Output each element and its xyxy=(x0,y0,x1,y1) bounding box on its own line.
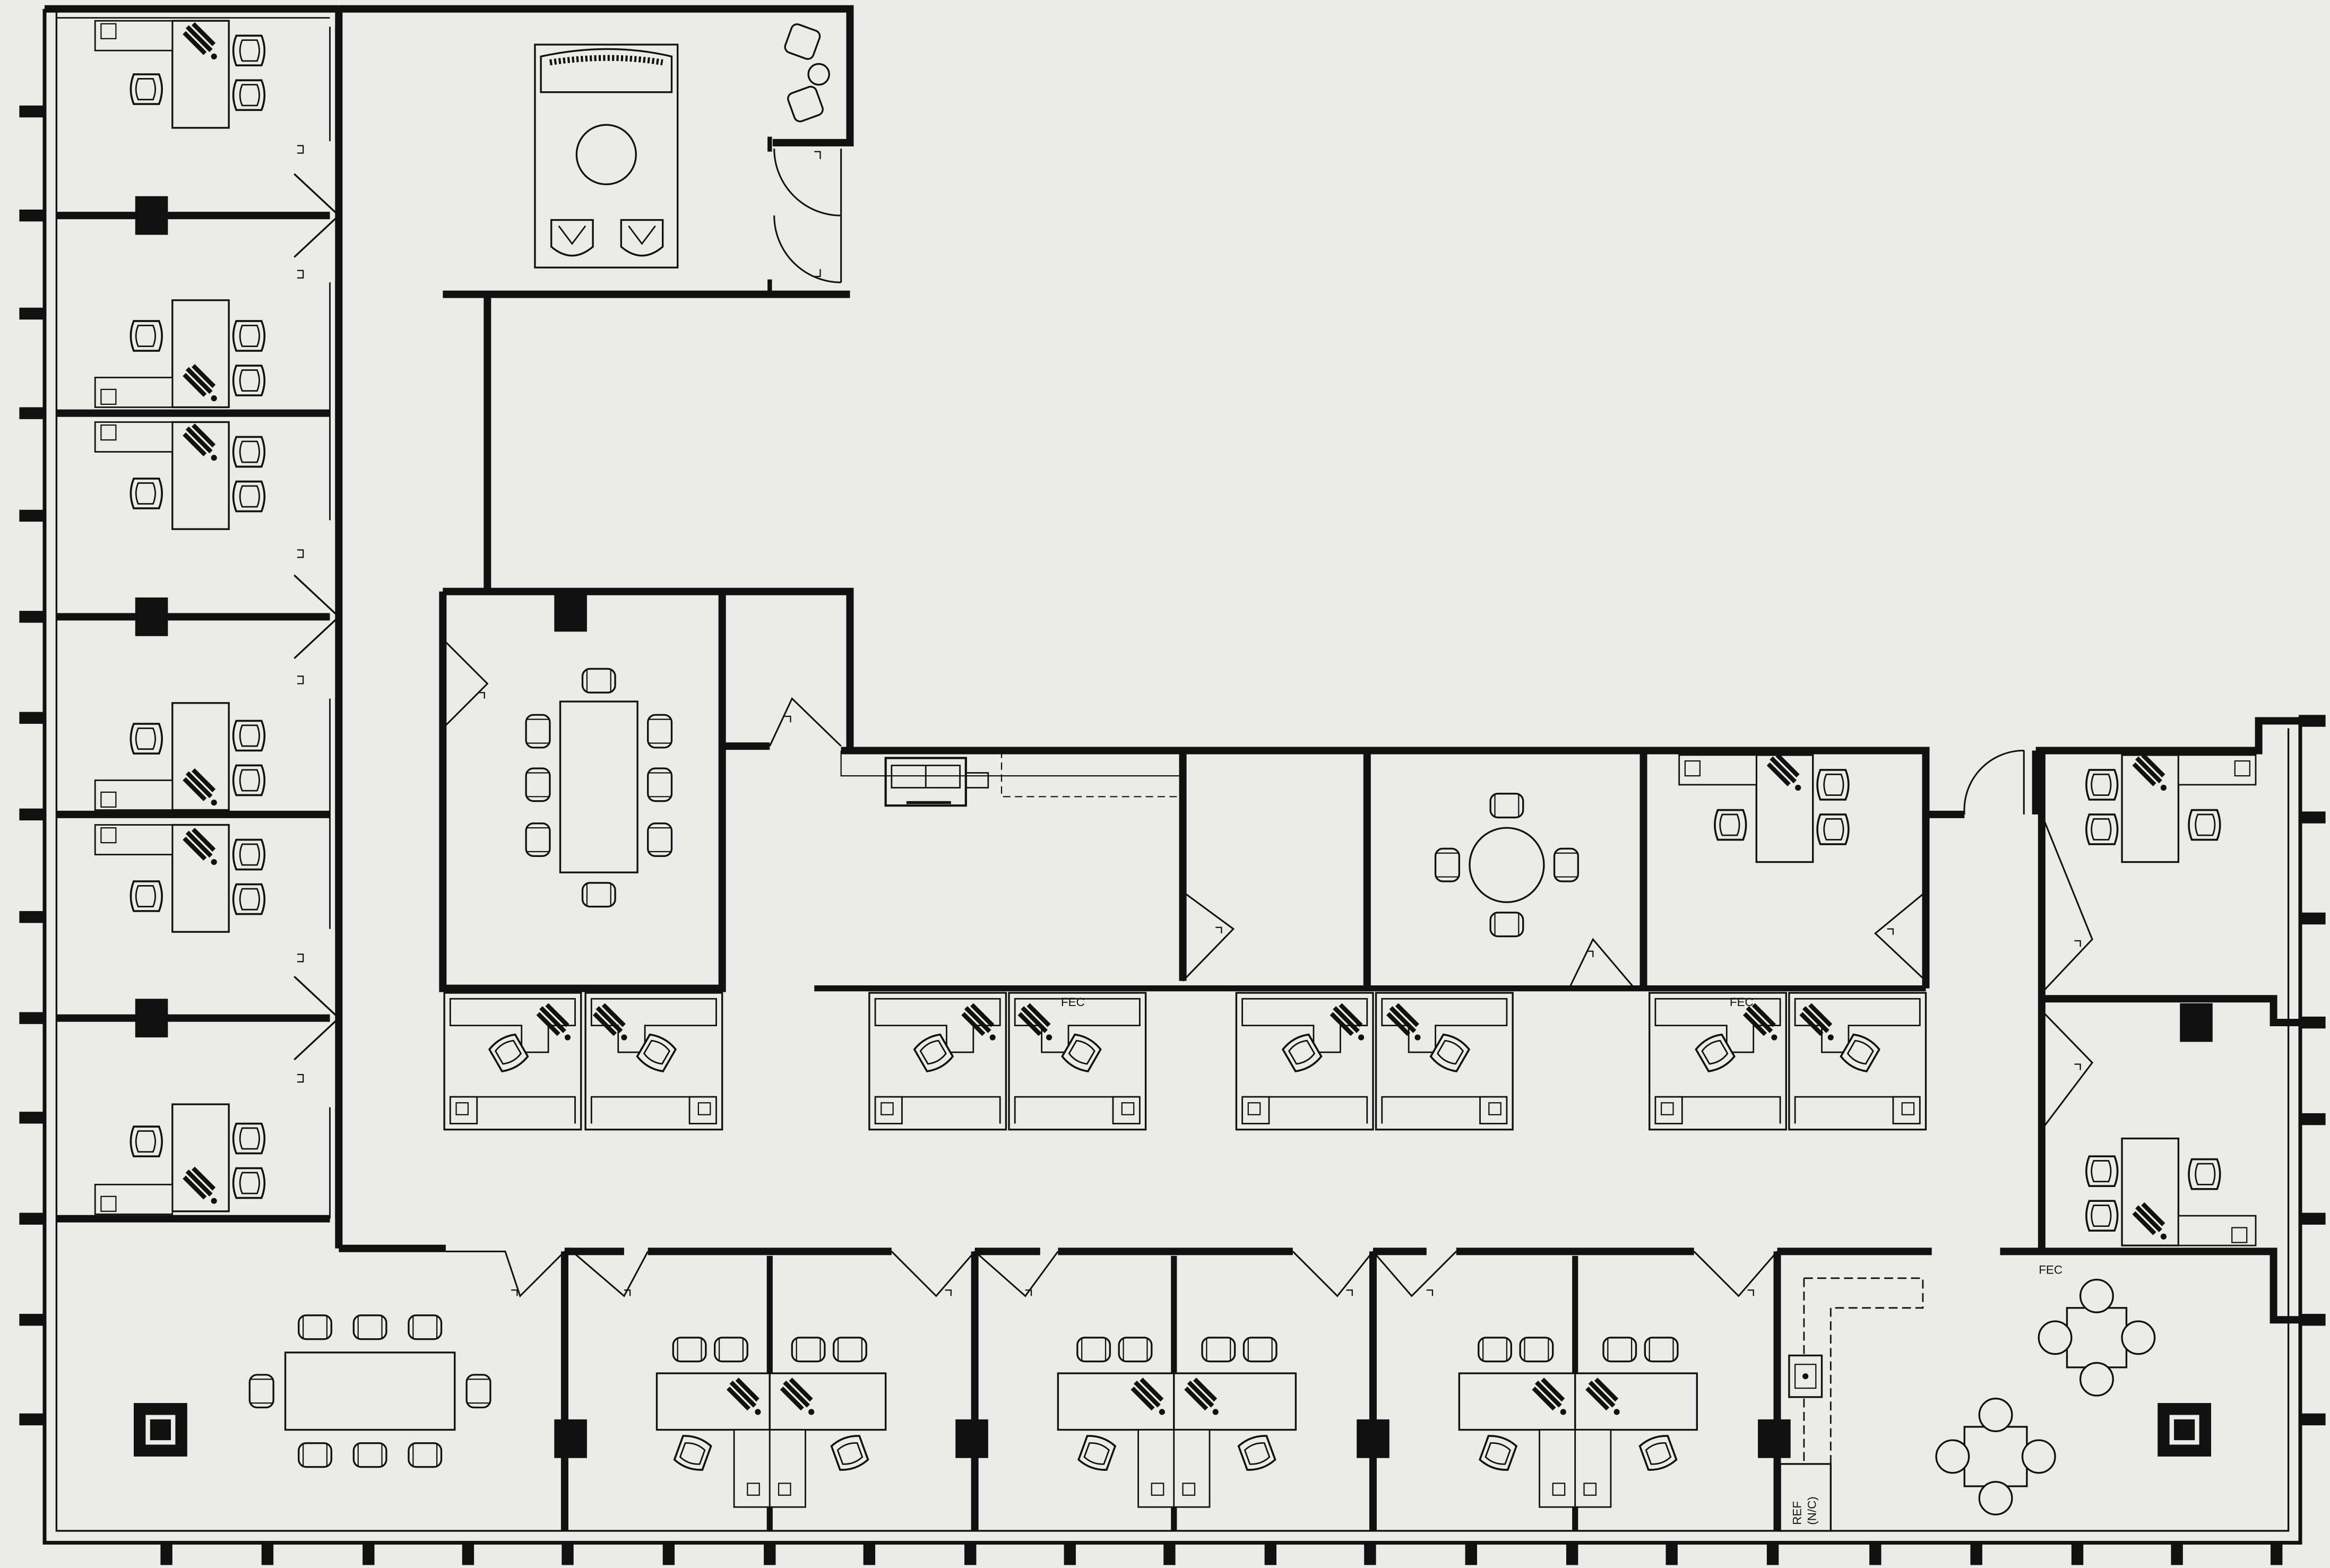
round-table-room xyxy=(1434,793,1580,938)
conference-room xyxy=(525,668,673,908)
refrigerator-label: REF xyxy=(1790,1501,1803,1525)
copier-area xyxy=(840,750,1183,807)
window-mullions-left xyxy=(19,105,46,1426)
left-office-5 xyxy=(94,824,266,933)
refrigerator-note: (N/C) xyxy=(1805,1496,1818,1524)
left-office-6 xyxy=(94,1103,266,1215)
bottom-shared-office-2 xyxy=(1057,1337,1297,1508)
fec-label-right: FEC xyxy=(2039,1263,2063,1276)
window-mullions-right xyxy=(2299,715,2326,1426)
lounge-room xyxy=(534,23,830,268)
right-office-2 xyxy=(2085,1137,2257,1246)
bottom-conference-room xyxy=(248,1314,491,1468)
left-office-1 xyxy=(94,20,266,129)
cubicle-row xyxy=(443,992,1927,1131)
fec-label-top-1: FEC xyxy=(1061,995,1085,1009)
right-office-1 xyxy=(2085,755,2257,863)
door-tags xyxy=(297,145,2081,1296)
fec-label-top-2: FEC xyxy=(1730,995,1754,1009)
break-room xyxy=(1779,1277,1924,1532)
bottom-shared-office-1 xyxy=(655,1337,887,1508)
doors xyxy=(293,149,2094,1298)
bottom-shared-office-3 xyxy=(1458,1337,1698,1508)
left-office-3 xyxy=(94,421,266,530)
structural-columns xyxy=(133,196,2213,1458)
break-room-tables xyxy=(1935,1278,2156,1515)
window-mullions-bottom xyxy=(160,1541,2283,1565)
left-office-4 xyxy=(94,702,266,811)
center-office xyxy=(1678,755,1850,863)
plan-labels: FEC FEC FEC REF (N/C) xyxy=(1061,995,2063,1525)
left-office-2 xyxy=(94,299,266,409)
